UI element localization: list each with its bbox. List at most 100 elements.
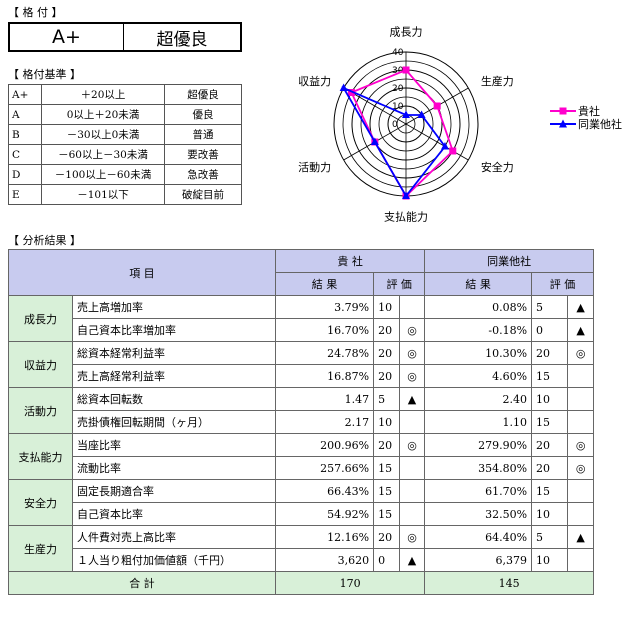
item-cell: 総資本回転数 bbox=[72, 387, 276, 411]
peers-mark: ▲ bbox=[567, 318, 594, 342]
category-cell: 支払能力 bbox=[7, 433, 74, 480]
peers-result: 0.08% bbox=[424, 295, 533, 319]
peers-score: 5 bbox=[531, 525, 569, 549]
radar-point bbox=[370, 137, 379, 145]
criteria-range: 0以上＋20未満 bbox=[41, 104, 165, 125]
criteria-range: －30以上0未満 bbox=[41, 124, 165, 145]
company-result: 1.47 bbox=[274, 387, 375, 411]
radar-point bbox=[402, 66, 410, 74]
peers-result: 32.50% bbox=[424, 502, 533, 526]
radar-point bbox=[402, 110, 410, 118]
peers-score: 20 bbox=[531, 341, 569, 365]
company-score: 20 bbox=[373, 364, 400, 388]
peers-result: -0.18% bbox=[424, 318, 533, 342]
peers-score: 15 bbox=[531, 364, 569, 388]
peers-mark: ◎ bbox=[567, 433, 594, 457]
legend-marker bbox=[550, 119, 576, 127]
item-cell: 総資本経常利益率 bbox=[72, 341, 276, 365]
criteria-label: 超優良 bbox=[164, 84, 242, 105]
peers-mark: ▲ bbox=[567, 295, 594, 319]
company-result: 200.96% bbox=[274, 433, 375, 457]
legend-marker bbox=[550, 107, 576, 114]
total-company: 170 bbox=[274, 571, 426, 595]
radar-point bbox=[449, 147, 457, 155]
rating-box: A+ 超優良 bbox=[8, 22, 242, 52]
criteria-grade: D bbox=[8, 164, 42, 185]
company-result: 66.43% bbox=[274, 479, 375, 503]
total-label: 合 計 bbox=[8, 571, 276, 595]
peers-mark bbox=[567, 548, 594, 572]
legend-label: 貴社 bbox=[578, 104, 600, 118]
item-cell: 売上高増加率 bbox=[72, 295, 276, 319]
company-score: 0 bbox=[373, 548, 400, 572]
company-mark: ◎ bbox=[398, 341, 426, 365]
radar-point bbox=[433, 102, 441, 110]
criteria-row: D－100以上－60未満急改善 bbox=[8, 164, 242, 185]
item-cell: 売掛債権回転期間（ヶ月） bbox=[72, 410, 276, 434]
peers-score: 10 bbox=[531, 502, 569, 526]
total-peers: 145 bbox=[424, 571, 594, 595]
company-result: 54.92% bbox=[274, 502, 375, 526]
radar-axis-label: 支払能力 bbox=[384, 209, 428, 223]
peers-score: 5 bbox=[531, 295, 569, 319]
item-cell: 売上高経常利益率 bbox=[72, 364, 276, 388]
criteria-label: 急改善 bbox=[164, 164, 242, 185]
radar-tick-label: 0 bbox=[392, 120, 398, 130]
company-score: 15 bbox=[373, 502, 400, 526]
criteria-label: 普通 bbox=[164, 124, 242, 145]
company-score: 20 bbox=[373, 433, 400, 457]
peers-result: 2.40 bbox=[424, 387, 533, 411]
company-mark: ◎ bbox=[398, 318, 426, 342]
company-result-header: 結 果 bbox=[274, 272, 375, 296]
company-mark bbox=[398, 295, 426, 319]
peers-score: 15 bbox=[531, 479, 569, 503]
criteria-label: 要改善 bbox=[164, 144, 242, 165]
criteria-row: E－101以下破綻目前 bbox=[8, 184, 242, 205]
peers-mark bbox=[567, 410, 594, 434]
radar-axis-label: 生産力 bbox=[481, 74, 514, 88]
company-mark: ◎ bbox=[398, 525, 426, 549]
company-result: 16.87% bbox=[274, 364, 375, 388]
peers-header: 同業他社 bbox=[424, 249, 594, 273]
rating-section-label: 【 格 付 】 bbox=[8, 6, 63, 19]
radar-point bbox=[402, 191, 410, 199]
item-cell: 人件費対売上高比率 bbox=[72, 525, 276, 549]
company-score: 20 bbox=[373, 341, 400, 365]
peers-result: 279.90% bbox=[424, 433, 533, 457]
peers-result: 1.10 bbox=[424, 410, 533, 434]
criteria-grade: E bbox=[8, 184, 42, 205]
header-row-1: 項 目貴 社同業他社 bbox=[8, 249, 594, 296]
company-mark: ▲ bbox=[398, 387, 426, 411]
peers-score: 10 bbox=[531, 387, 569, 411]
company-score: 15 bbox=[373, 456, 400, 480]
item-header: 項 目 bbox=[8, 249, 276, 296]
company-mark bbox=[398, 502, 426, 526]
company-score: 20 bbox=[373, 525, 400, 549]
header-row-2: 結 果評 価結 果評 価 bbox=[9, 272, 594, 296]
criteria-label: 優良 bbox=[164, 104, 242, 125]
peers-result: 10.30% bbox=[424, 341, 533, 365]
criteria-grade: C bbox=[8, 144, 42, 165]
company-mark: ◎ bbox=[398, 364, 426, 388]
company-score: 15 bbox=[373, 479, 400, 503]
company-result: 3.79% bbox=[274, 295, 375, 319]
criteria-grade: A+ bbox=[8, 84, 42, 105]
company-score: 20 bbox=[373, 318, 400, 342]
radar-axis-label: 活動力 bbox=[298, 160, 331, 174]
radar-axis-label: 成長力 bbox=[390, 26, 423, 39]
company-result: 16.70% bbox=[274, 318, 375, 342]
legend-label: 同業他社 bbox=[578, 117, 622, 131]
company-score: 5 bbox=[373, 387, 400, 411]
peers-score: 20 bbox=[531, 433, 569, 457]
analysis-section-label: 【 分析結果 】 bbox=[8, 234, 81, 247]
